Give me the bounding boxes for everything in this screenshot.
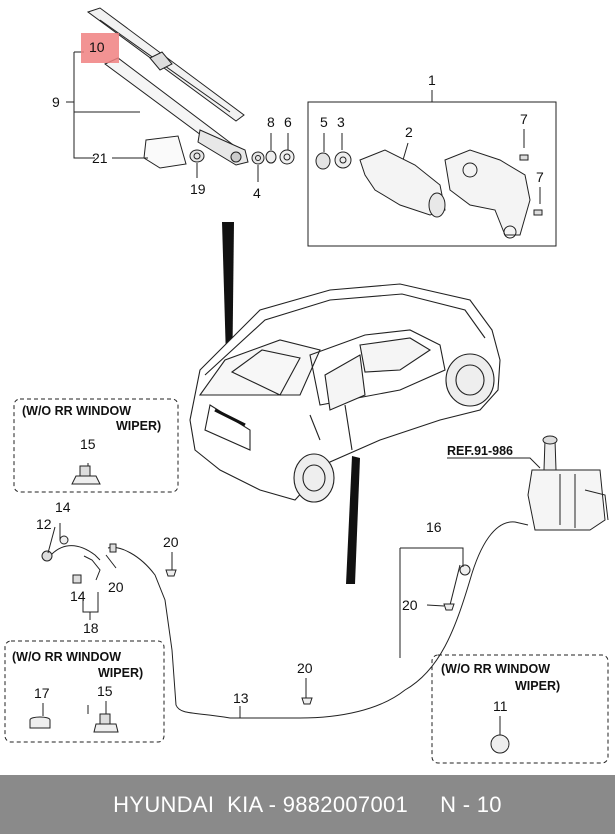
wiper-blade-drawing (86, 7, 245, 122)
nut-19-drawing (189, 149, 205, 163)
footer-bar: HYUNDAI KIA - 9882007001 N - 10 (0, 775, 615, 834)
callout-7-b: 7 (536, 169, 544, 185)
callout-3: 3 (337, 114, 345, 130)
motor-assembly-box (307, 101, 557, 247)
wiper-cap-drawing (143, 135, 187, 169)
callout-8: 8 (267, 114, 275, 130)
callout-14-b: 14 (70, 588, 86, 604)
callout-7-a: 7 (520, 111, 528, 127)
footer-text: HYUNDAI KIA - 9882007001 N - 10 (113, 791, 502, 817)
callout-1: 1 (428, 72, 436, 88)
ref-label: REF.91-986 (447, 444, 513, 458)
callout-17: 17 (34, 685, 50, 701)
clip-marks-drawing (165, 564, 471, 705)
callout-2: 2 (405, 124, 413, 140)
leader-lines-upper (66, 51, 541, 204)
callout-12: 12 (36, 516, 52, 532)
callout-18: 18 (83, 620, 99, 636)
ref-leader (447, 457, 541, 469)
washer-hose-drawing (49, 521, 529, 719)
callout-19: 19 (190, 181, 206, 197)
box-parts-drawing (29, 465, 510, 754)
leader-lines-lower (47, 463, 464, 718)
callout-6: 6 (284, 114, 292, 130)
callout-14-a: 14 (55, 499, 71, 515)
callout-20-d: 20 (297, 660, 313, 676)
nozzle-parts-drawing (41, 535, 117, 584)
callout-16: 16 (426, 519, 442, 535)
callout-4: 4 (253, 185, 261, 201)
highlight-10 (81, 33, 119, 63)
callout-20-c: 20 (402, 597, 418, 613)
callout-10: 10 (89, 39, 105, 55)
callout-11: 11 (493, 698, 508, 714)
parts-diagram: 10 9 21 19 4 8 6 5 3 2 1 7 7 15 14 12 20… (4, 7, 609, 764)
callout-9: 9 (52, 94, 60, 110)
callout-21: 21 (92, 150, 108, 166)
callout-5: 5 (320, 114, 328, 130)
box-top-left-line2: WIPER) (116, 419, 161, 433)
car-drawing (189, 283, 501, 503)
callout-15-a: 15 (80, 436, 96, 452)
box-bottom-right (431, 654, 609, 764)
callout-20-a: 20 (163, 534, 179, 550)
motor-drawing (315, 149, 543, 239)
box-bottom-right-line2: WIPER) (515, 679, 560, 693)
washer-parts-drawing (251, 149, 295, 165)
callout-13: 13 (233, 690, 249, 706)
box-bottom-left-line1: (W/O RR WINDOW (12, 650, 121, 664)
callout-20-b: 20 (108, 579, 124, 595)
box-bottom-left (4, 640, 165, 743)
box-top-left-line1: (W/O RR WINDOW (22, 404, 131, 418)
box-bottom-left-line2: WIPER) (98, 666, 143, 680)
pointer-bar-lower (346, 456, 360, 584)
washer-reservoir-drawing (527, 435, 609, 531)
callout-15-b: 15 (97, 683, 113, 699)
box-bottom-right-line1: (W/O RR WINDOW (441, 662, 550, 676)
